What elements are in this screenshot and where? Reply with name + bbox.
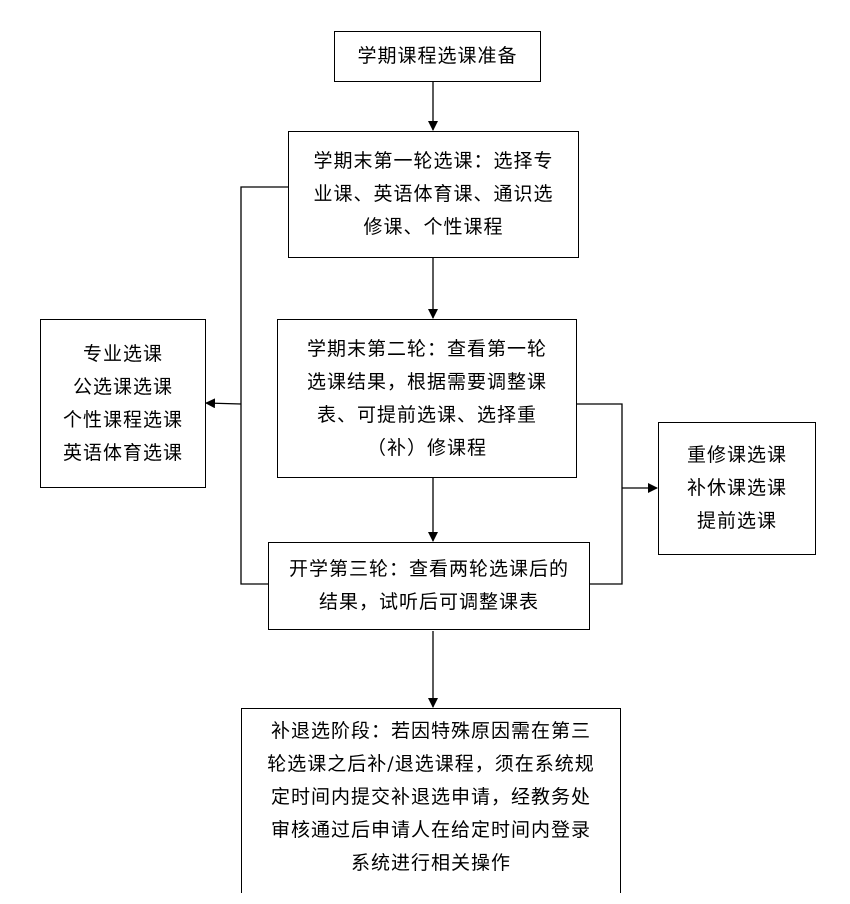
node-addrop-line-4: 审核通过后申请人在给定时间内登录: [270, 819, 591, 841]
node-round3-line-2: 结果，试听后可调整课表: [318, 591, 539, 613]
node-round2-line-4: （补）修课程: [366, 436, 487, 459]
node-left-line-3: 个性课程选课: [62, 408, 183, 431]
arrow-to-left-box: [205, 398, 242, 409]
node-right-line-2: 补休课选课: [686, 477, 787, 499]
node-prep-line-1: 学期课程选课准备: [357, 45, 518, 67]
node-round1-line-3: 修课、个性课程: [363, 216, 504, 238]
node-add-drop: 补退选阶段：若因特殊原因需在第三 轮选课之后补/退选课程，须在系统规 定时间内提…: [241, 708, 621, 893]
node-round1-line-1: 学期末第一轮选课：选择专: [313, 150, 554, 172]
node-left-line-2: 公选课选课: [72, 375, 173, 398]
bracket-right-line: [577, 403, 623, 585]
node-round2-line-2: 选课结果，根据需要调整课: [306, 370, 547, 393]
node-addrop-line-3: 定时间内提交补退选申请，经教务处: [270, 786, 591, 808]
bracket-left-line: [240, 186, 288, 585]
node-addrop-line-2: 轮选课之后补/退选课程，须在系统规: [267, 753, 595, 775]
node-round2-line-1: 学期末第二轮：查看第一轮: [306, 337, 547, 360]
node-round3: 开学第三轮：查看两轮选课后的 结果，试听后可调整课表: [268, 542, 590, 630]
node-round1-line-2: 业课、英语体育课、通识选: [313, 183, 554, 205]
node-round3-line-1: 开学第三轮：查看两轮选课后的: [288, 558, 569, 580]
node-round2: 学期末第二轮：查看第一轮 选课结果，根据需要调整课 表、可提前选课、选择重 （补…: [277, 319, 577, 478]
node-addrop-line-5: 系统进行相关操作: [350, 852, 511, 874]
node-round2-line-3: 表、可提前选课、选择重: [316, 403, 537, 426]
node-addrop-line-1: 补退选阶段：若因特殊原因需在第三: [270, 720, 591, 742]
node-right-line-1: 重修课选课: [686, 444, 787, 466]
node-right-options: 重修课选课 补休课选课 提前选课: [658, 422, 816, 555]
node-left-line-4: 英语体育选课: [62, 441, 183, 464]
node-round1: 学期末第一轮选课：选择专 业课、英语体育课、通识选 修课、个性课程: [288, 131, 579, 258]
node-right-line-3: 提前选课: [696, 510, 777, 532]
node-left-options: 专业选课 公选课选课 个性课程选课 英语体育选课: [40, 319, 206, 488]
node-left-line-1: 专业选课: [82, 342, 163, 365]
node-prep: 学期课程选课准备: [334, 31, 541, 82]
